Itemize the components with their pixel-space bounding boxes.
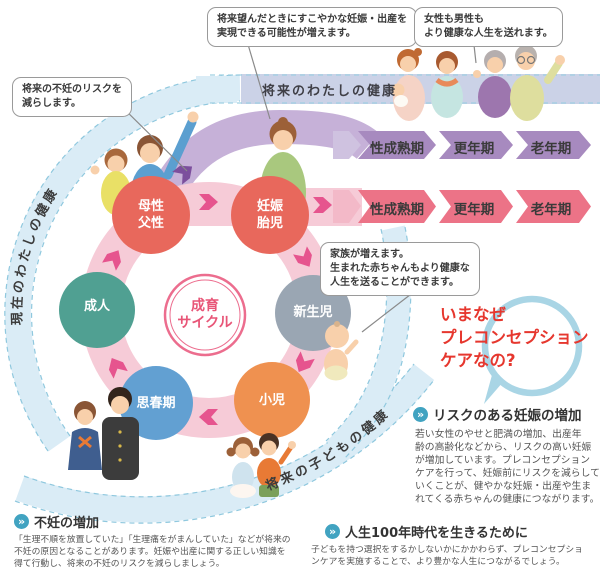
- section-body: 「生理不順を放置していた」「生理痛をがまんしていた」などが将来の 不妊の原因とな…: [14, 535, 291, 570]
- section-infertility-increase: » 不妊の増加 「生理不順を放置していた」「生理痛をがまんしていた」などが将来の…: [14, 512, 291, 571]
- callout-family-grows: 家族が増えます。 生まれた赤ちゃんもより健康な 人生を送ることができます。: [320, 242, 480, 296]
- node-label-child: 小児: [258, 393, 285, 408]
- node-pregnancy-circle: [231, 176, 309, 254]
- callout-healthy-pregnancy: 将来望んだときにすこやかな妊娠・出産を 実現できる可能性が増えます。: [207, 7, 418, 47]
- node-label-newborn: 新生児: [293, 305, 333, 320]
- headline-why-preconception-care: いまなぜ プレコンセプション ケアなの?: [440, 305, 589, 370]
- section-body: 若い女性のやせと肥満の増加、出産年 齢の高齢化などから、リスクの高い妊娠 が増加…: [415, 429, 600, 505]
- kids-illustration: [226, 433, 296, 498]
- node-adult-circle: [59, 272, 135, 348]
- current-health-arc-band: [4, 74, 241, 452]
- node-label-adolescence: 思春期: [136, 396, 176, 411]
- section-title: 不妊の増加: [34, 516, 100, 531]
- chevron-badge-icon: »: [413, 406, 428, 422]
- future-stage-chevrons-purple: [333, 131, 591, 159]
- node-child-circle: [234, 362, 310, 438]
- callout-healthy-life: 女性も男性も より健康な人生を送れます。: [414, 7, 563, 47]
- stage-label-menopause-pink: 更年期: [453, 202, 495, 218]
- future-stage-chevrons-pink: [333, 190, 591, 223]
- node-maternity-circle: [112, 176, 190, 254]
- baby-illustration: [324, 321, 359, 381]
- chevron-badge-icon: »: [14, 514, 29, 529]
- node-label-adult: 成人: [83, 299, 110, 314]
- cycle-center-circle: [163, 273, 247, 357]
- callout-infertility-risk: 将来の不妊のリスクを 減らします。: [12, 77, 132, 117]
- chevron-badge-icon: »: [325, 524, 340, 539]
- section-body: 子どもを持つ選択をするかしないかにかかわらず、プレコンセプショ ンケアを実施する…: [311, 545, 583, 568]
- headline-speech-bubble: [481, 295, 583, 404]
- stage-label-elderly-purple: 老年期: [530, 141, 572, 157]
- section-title: リスクのある妊娠の増加: [433, 408, 582, 424]
- node-label-maternity: 母性 父性: [137, 199, 164, 231]
- teens-illustration: [68, 387, 139, 480]
- section-risky-pregnancy-increase: » リスクのある妊娠の増加 若い女性のやせと肥満の増加、出産年 齢の高齢化などか…: [413, 404, 600, 506]
- stage-label-maturity-purple: 性成熟期: [370, 141, 424, 157]
- section-title: 人生100年時代を生きるために: [345, 526, 528, 541]
- cycle-center-label: 成育 サイクル: [177, 298, 233, 331]
- section-life-100-years: » 人生100年時代を生きるために 子どもを持つ選択をするかしないかにかかわらず…: [311, 522, 583, 568]
- stage-label-elderly-pink: 老年期: [530, 202, 572, 218]
- future-family-illustration: [391, 45, 565, 121]
- cycle-arrows: [102, 165, 332, 425]
- stage-label-maturity-pink: 性成熟期: [370, 202, 424, 218]
- future-health-ribbon-label: 将来のわたしの健康: [262, 84, 398, 99]
- stage-label-menopause-purple: 更年期: [453, 141, 495, 157]
- node-label-pregnancy: 妊娠 胎児: [256, 199, 283, 231]
